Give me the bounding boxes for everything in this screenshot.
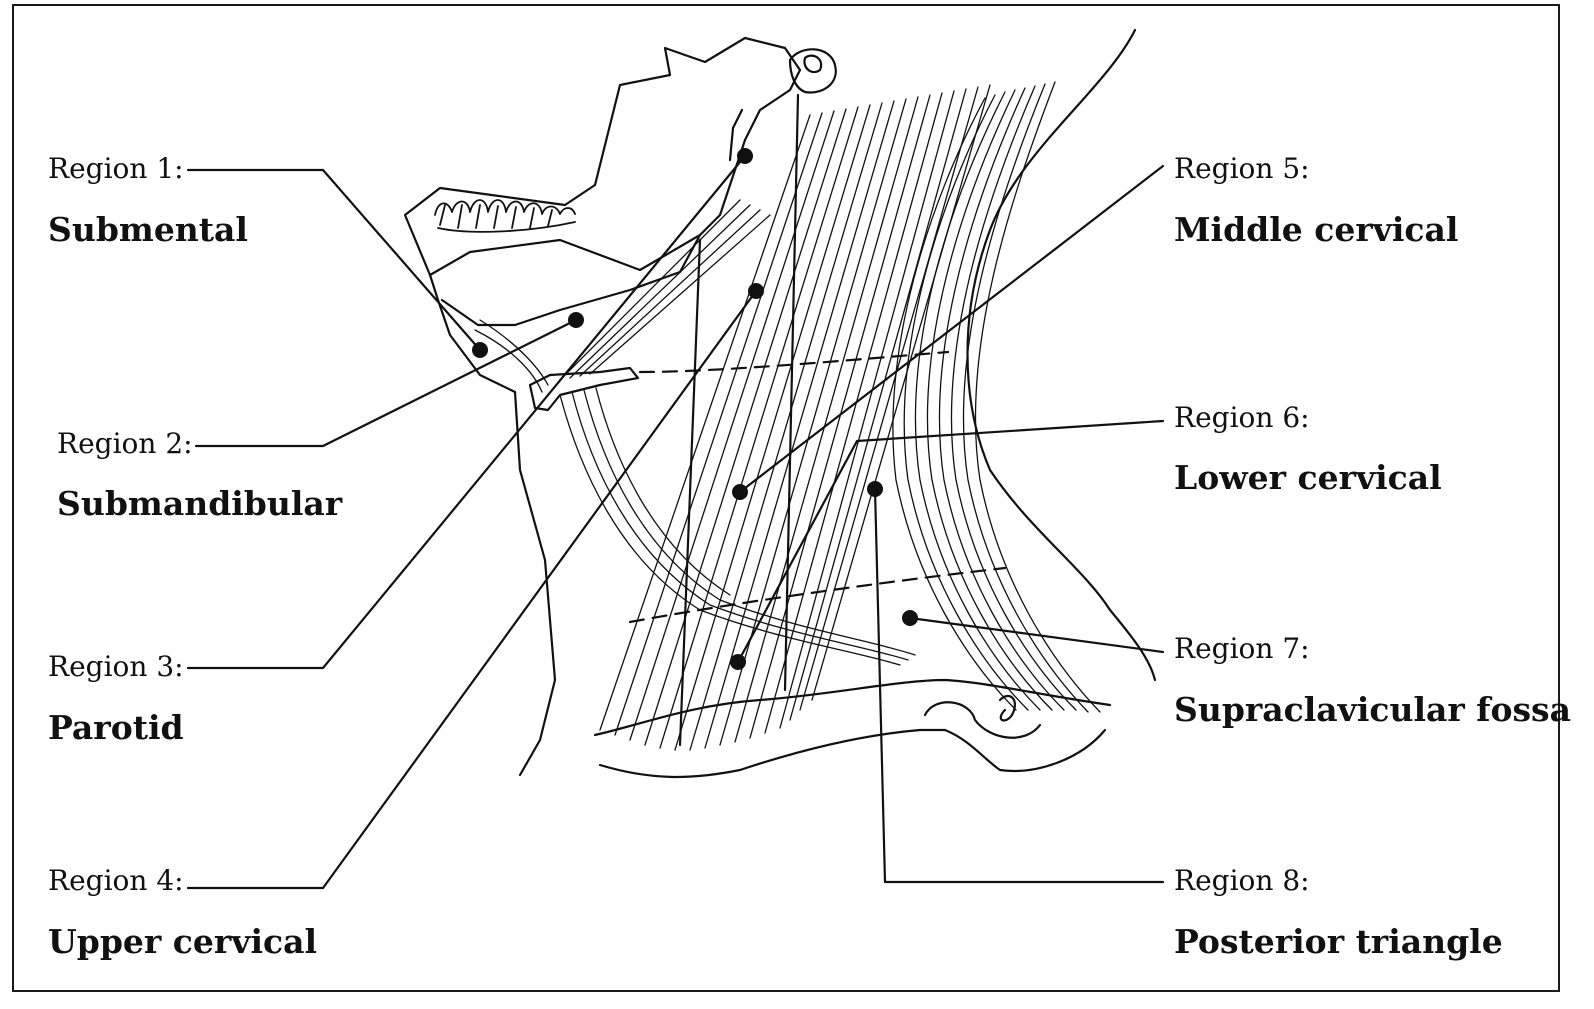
region-7-name: Supraclavicular fossa [1174, 690, 1571, 729]
clavicle [595, 680, 1110, 777]
region-7-number: Region 7: [1174, 632, 1310, 665]
carotid-line [680, 240, 700, 745]
region-3-number: Region 3: [48, 650, 184, 683]
region-4-name: Upper cervical [48, 922, 317, 961]
region-8-name: Posterior triangle [1174, 922, 1503, 961]
region-4-number: Region 4: [48, 864, 184, 897]
region-6-number: Region 6: [1174, 401, 1310, 434]
region-3-marker [737, 148, 753, 164]
teeth [435, 200, 575, 232]
region-1-name: Submental [48, 210, 248, 249]
region-5-name: Middle cervical [1174, 210, 1458, 249]
trapezius-muscle [893, 82, 1100, 712]
region-3-name: Parotid [48, 708, 184, 747]
region-1-number: Region 1: [48, 152, 184, 185]
region-2-marker [568, 312, 584, 328]
region-5-number: Region 5: [1174, 152, 1310, 185]
region-5-marker [732, 484, 748, 500]
hyoid-bone [530, 368, 638, 410]
region-2-number: Region 2: [57, 427, 193, 460]
region-8-marker [867, 481, 883, 497]
region-1-marker [472, 342, 488, 358]
region-6-name: Lower cervical [1174, 458, 1442, 497]
region-7-marker [902, 610, 918, 626]
region-4-marker [748, 283, 764, 299]
anterior-neck-outline [515, 392, 555, 775]
region-2-name: Submandibular [57, 484, 342, 523]
region-8-number: Region 8: [1174, 864, 1310, 897]
posterior-neck-outline [968, 30, 1156, 680]
digastric-omohyoid-muscle [475, 200, 915, 665]
region-6-marker [730, 654, 746, 670]
